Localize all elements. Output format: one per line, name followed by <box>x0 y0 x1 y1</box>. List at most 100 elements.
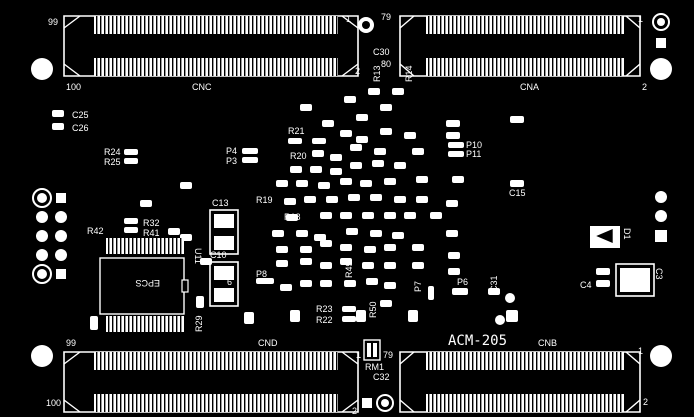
connector-pin-gap <box>136 394 138 412</box>
connector-pin-gap <box>144 316 146 332</box>
connector-pin-gap <box>112 352 114 370</box>
connector-pin-gap <box>480 16 482 34</box>
connector-pin-gap <box>568 58 570 76</box>
connector-pin-gap <box>160 352 162 370</box>
r49-label: R49 <box>344 261 354 278</box>
connector-pin-gap <box>596 394 598 412</box>
p10-label: P10 <box>466 140 482 150</box>
connector-pin-gap <box>136 238 138 254</box>
smd-pad <box>340 130 352 137</box>
d1-label: D1 <box>622 228 632 240</box>
smd-pad <box>350 144 362 151</box>
connector-pin-gap <box>224 16 226 34</box>
connector-pin-gap <box>288 58 290 76</box>
connector-pin-gap <box>188 58 190 76</box>
cna-pin-80: 80 <box>381 59 391 69</box>
connector-pin-gap <box>504 16 506 34</box>
connector-pin-gap <box>156 316 158 332</box>
connector-pin-gap <box>484 394 486 412</box>
cna-pin-1: 1 <box>638 14 643 24</box>
connector-pin-gap <box>612 352 614 370</box>
cnc-pin-99: 99 <box>48 17 58 27</box>
connector-pin-gap <box>432 16 434 34</box>
smd-pad <box>384 244 396 251</box>
smd-pad <box>362 262 374 269</box>
connector-pin-gap <box>444 352 446 370</box>
smd-pad <box>124 218 138 224</box>
connector-pin-gap <box>580 58 582 76</box>
connector-pin-gap <box>208 352 210 370</box>
connector-pin-gap <box>480 58 482 76</box>
connector-pin-gap <box>104 16 106 34</box>
connector-pin-gap <box>584 16 586 34</box>
connector-pin-gap <box>120 238 122 254</box>
connector-pin-gap <box>296 58 298 76</box>
connector-pin-gap <box>236 394 238 412</box>
connector-pin-gap <box>100 58 102 76</box>
smd-pad <box>446 132 460 139</box>
connector-pin-gap <box>544 352 546 370</box>
connector-pin-gap <box>472 16 474 34</box>
connector-pin-gap <box>520 16 522 34</box>
connector-pin-gap <box>232 352 234 370</box>
connector-pin-gap <box>152 316 154 332</box>
connector-pin-gap <box>204 58 206 76</box>
smd-pad <box>90 316 98 330</box>
connector-pin-gap <box>164 352 166 370</box>
connector-pin-gap <box>280 16 282 34</box>
smd-pad <box>366 278 378 285</box>
connector-pin-gap <box>132 352 134 370</box>
connector-pin-gap <box>280 394 282 412</box>
connector-pin-gap <box>500 394 502 412</box>
connector-pin-gap <box>492 16 494 34</box>
connector-pin-gap <box>556 352 558 370</box>
connector-pin-gap <box>144 238 146 254</box>
right-header <box>655 191 667 242</box>
connector-pin-gap <box>312 352 314 370</box>
cnd-label: CND <box>258 338 278 348</box>
connector-pin-gap <box>532 58 534 76</box>
r24-label: R24 <box>104 147 121 157</box>
connector-pin-gap <box>524 352 526 370</box>
connector-pin-gap <box>244 394 246 412</box>
smd-pad <box>314 234 326 241</box>
smd-pad <box>384 178 396 185</box>
c10-label: C10 <box>210 250 227 260</box>
connector-pin-gap <box>212 16 214 34</box>
smd-pad <box>412 148 424 155</box>
connector-pin-gap <box>460 16 462 34</box>
connector-pin-gap <box>168 58 170 76</box>
connector-pin-gap <box>232 394 234 412</box>
connector-pin-gap <box>312 58 314 76</box>
smd-pad <box>408 310 418 322</box>
smd-pad <box>448 151 464 157</box>
cnc-label: CNC <box>192 82 212 92</box>
connector-pin-gap <box>604 58 606 76</box>
connector-pin-gap <box>440 394 442 412</box>
connector-pin-gap <box>536 394 538 412</box>
connector-pin-gap <box>272 352 274 370</box>
connector-pin-gap <box>596 58 598 76</box>
connector-pin-gap <box>280 58 282 76</box>
connector-pin-gap <box>116 58 118 76</box>
connector-pin-gap <box>336 16 338 34</box>
connector-pin-gap <box>332 352 334 370</box>
connector-pin-gap <box>156 16 158 34</box>
connector-pin-gap <box>252 352 254 370</box>
connector-pin-gap <box>176 316 178 332</box>
connector-pin-gap <box>240 58 242 76</box>
connector-pin-gap <box>432 394 434 412</box>
connector-pin-gap <box>584 58 586 76</box>
connector-pin-gap <box>428 394 430 412</box>
connector-pin-gap <box>244 352 246 370</box>
connector-pin-gap <box>324 352 326 370</box>
connector-pin-gap <box>536 352 538 370</box>
connector-pin-gap <box>544 394 546 412</box>
connector-pin-gap <box>216 394 218 412</box>
connector-pin-gap <box>304 352 306 370</box>
board-name: ACM-205 <box>448 333 507 349</box>
connector-pin-gap <box>244 58 246 76</box>
connector-pin-gap <box>224 58 226 76</box>
connector-pin-gap <box>324 16 326 34</box>
